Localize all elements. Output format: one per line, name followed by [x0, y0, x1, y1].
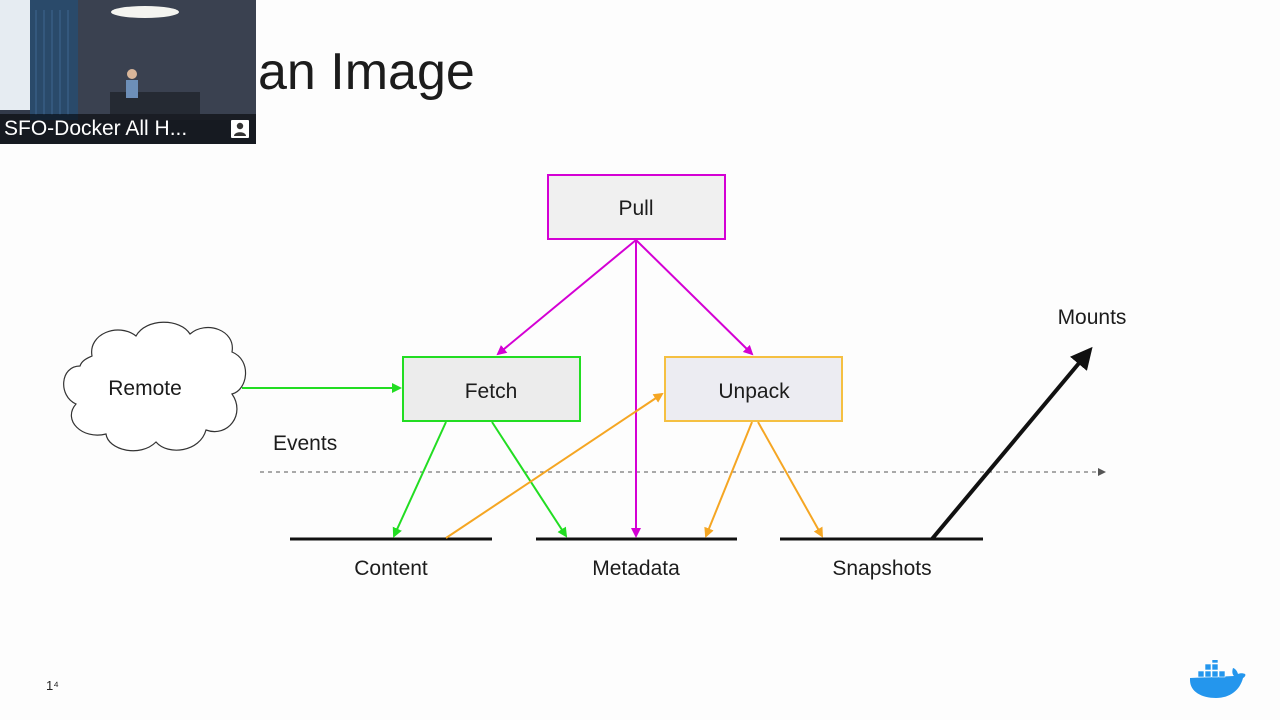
presenter-video[interactable]: SFO-Docker All H...	[0, 0, 256, 144]
pull-to-unpack-arrow	[636, 240, 752, 354]
unpack-label: Unpack	[718, 380, 790, 403]
unpack-to-snapshots-arrow	[758, 422, 822, 536]
unpack-to-metadata-arrow	[706, 422, 752, 536]
page-number: 1⁴	[46, 678, 59, 693]
remote-label: Remote	[108, 377, 182, 400]
mounts-label: Mounts	[1058, 306, 1127, 329]
video-caption-text: SFO-Docker All H...	[4, 114, 224, 144]
fetch-label: Fetch	[465, 380, 518, 403]
presenter-pin-icon[interactable]	[230, 119, 250, 139]
pull-to-fetch-arrow	[498, 240, 636, 354]
content-label: Content	[354, 557, 428, 580]
events-label: Events	[273, 432, 337, 455]
snapshots-to-mounts-arrow	[932, 350, 1090, 539]
fetch-to-content-arrow	[394, 422, 446, 536]
fetch-to-metadata-arrow	[492, 422, 566, 536]
metadata-label: Metadata	[592, 557, 680, 580]
video-caption: SFO-Docker All H...	[0, 114, 256, 144]
docker-whale-icon	[1186, 660, 1246, 700]
snapshots-label: Snapshots	[832, 557, 931, 580]
pull-label: Pull	[618, 197, 653, 220]
